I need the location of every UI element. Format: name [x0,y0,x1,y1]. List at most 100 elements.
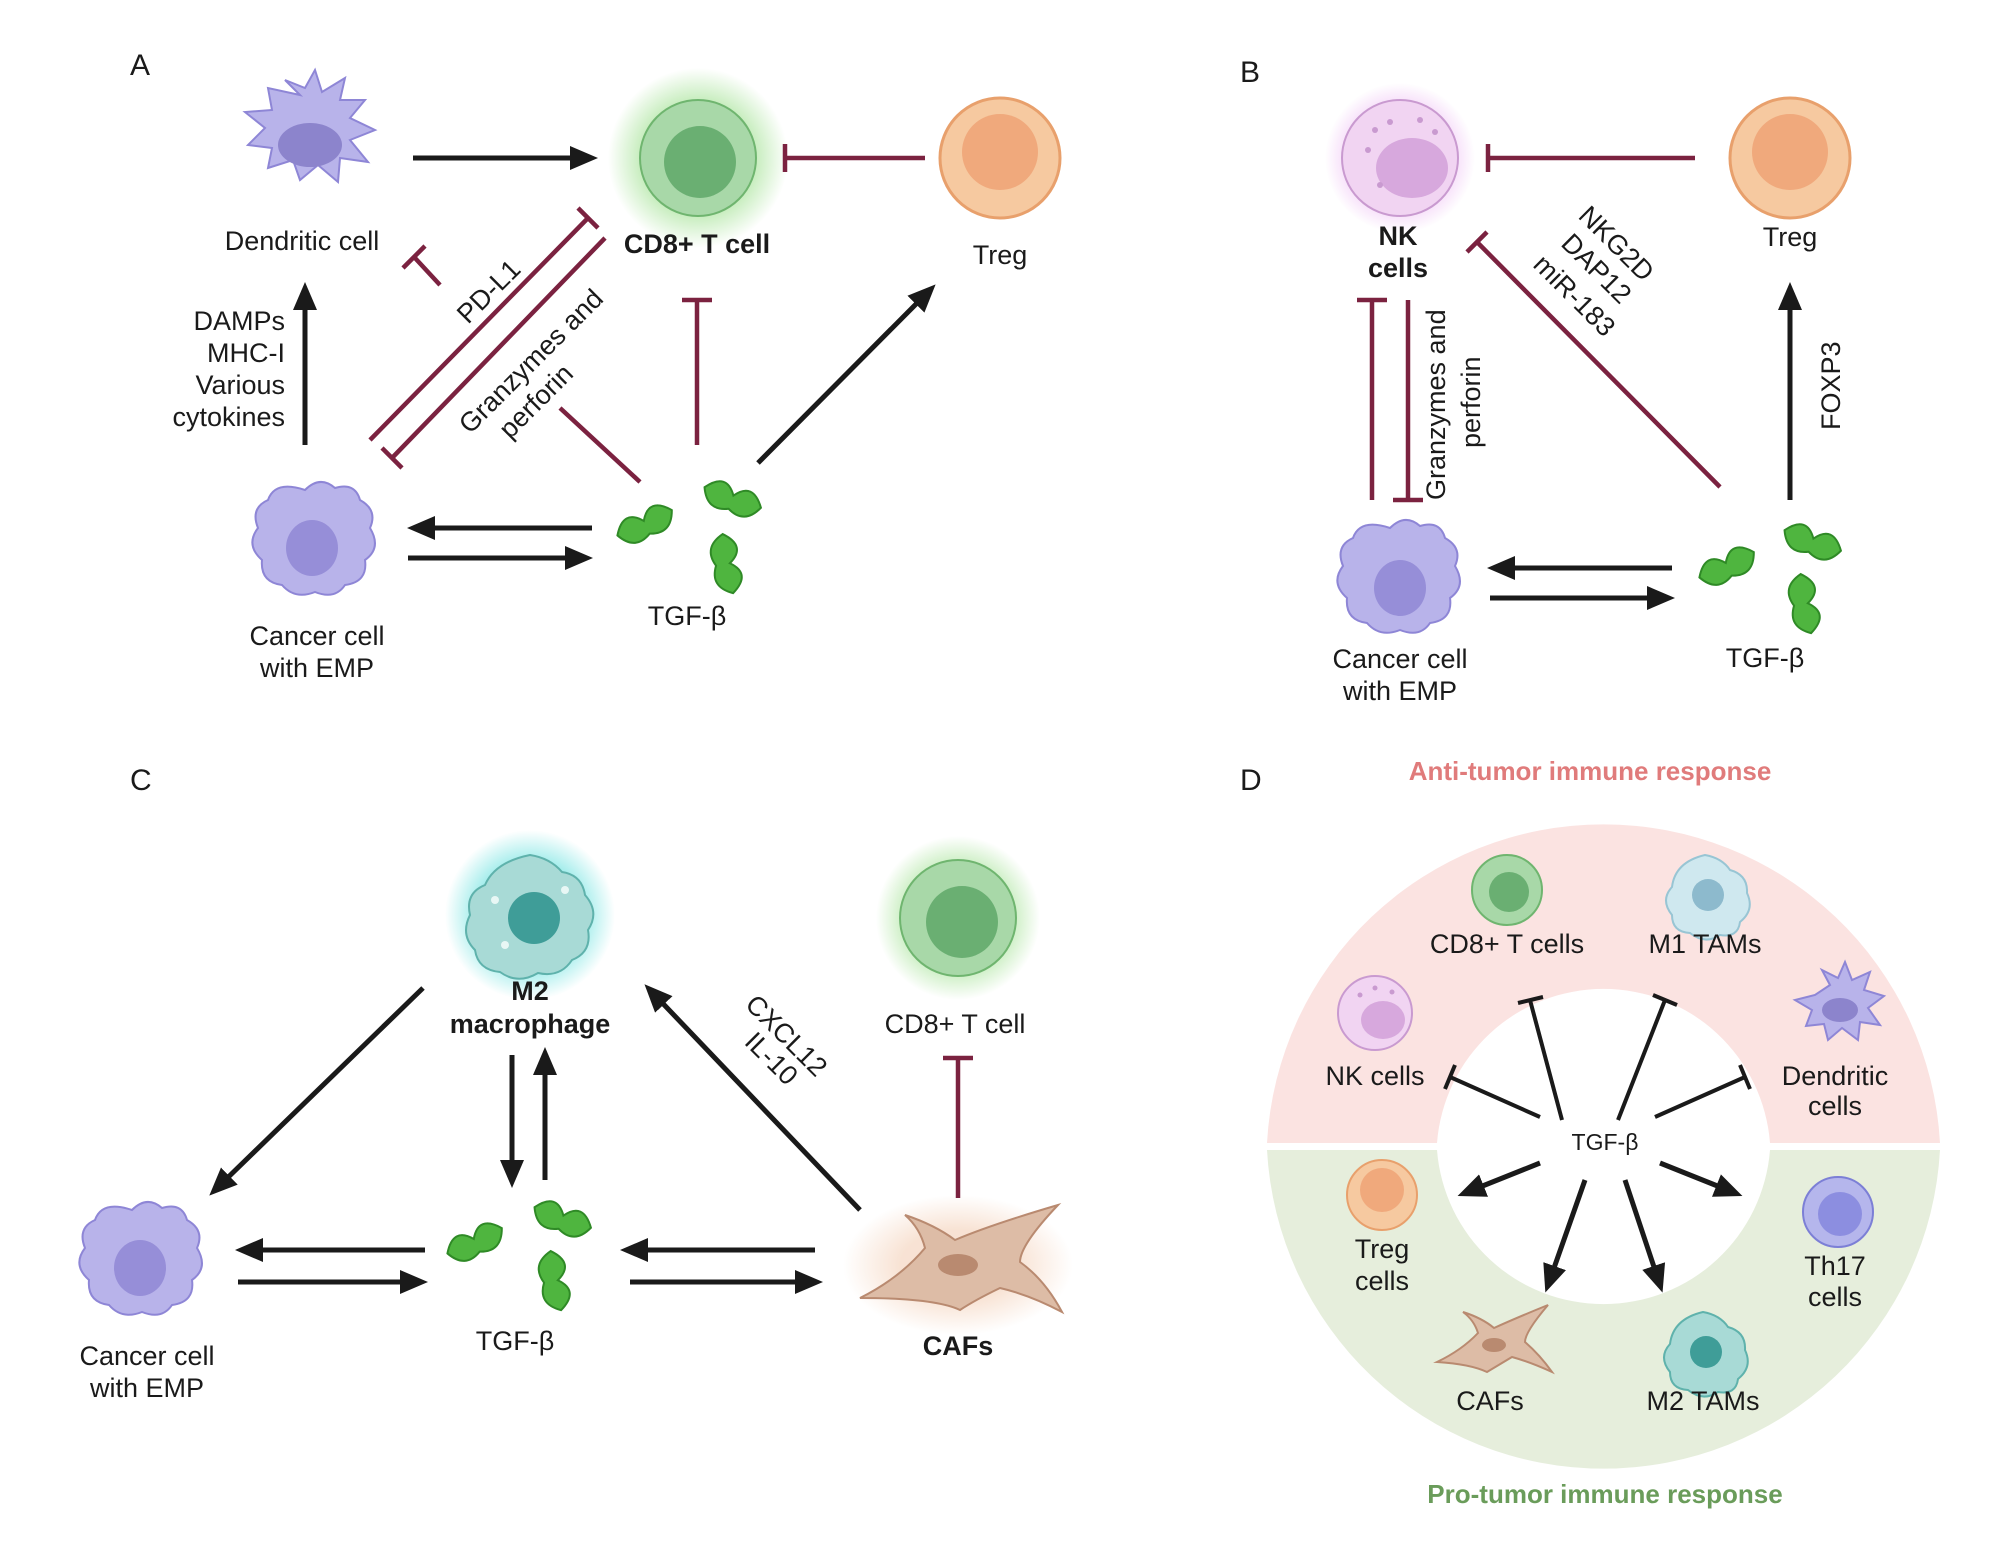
inhibit-m1-bar [1652,993,1678,1007]
arrow-m2-to-cancer [209,986,425,1196]
th17-cells-label-1: Th17 [1804,1251,1866,1281]
ring-gap-right [1770,1143,1940,1150]
cancer-cell-label-b-2: with EMP [1342,676,1457,706]
m2-label-1: M2 [511,976,549,1006]
cancer-cell-label-c-2: with EMP [89,1373,204,1403]
treg-cells-label-2: cells [1355,1266,1409,1296]
inhibit-tgf-to-nk [1475,240,1722,489]
tgf-beta-label-b: TGF-β [1726,643,1805,673]
m2-label-2: macrophage [450,1009,611,1039]
dendritic-cell-icon [242,67,378,185]
tgf-to-granzymes-line [558,406,642,484]
panel-a-letter: A [130,49,150,82]
anti-tumor-ring [1267,824,1940,1143]
tgf-center-label: TGF-β [1572,1129,1639,1155]
panel-b: B NK cells Treg Cancer cell with EMP [1240,56,1852,706]
cancer-cell-icon [251,481,376,596]
panel-d: D Anti-tumor immune response Pro-tumor i… [1240,756,1940,1509]
inhibit-cd8-bar [1517,995,1544,1005]
cafs-label: CAFs [923,1331,994,1361]
panel-c-letter: C [130,764,152,797]
cancer-cell-icon-c [78,1201,203,1316]
inhibit-bar-cd8-cancer [380,446,404,470]
m2-tams-label: M2 TAMs [1646,1386,1759,1416]
m1-tams-label: M1 TAMs [1648,929,1761,959]
caf-cell-icon [843,1195,1073,1335]
granzymes-label-b-1: Granzymes and [1421,309,1451,500]
m1-tams-icon [1665,853,1751,941]
cd8-t-cells-label-d: CD8+ T cells [1430,929,1584,959]
inhibit-m1-line [1616,999,1667,1121]
dendritic-cells-label-1: Dendritic [1782,1061,1889,1091]
th17-cells-label-2: cells [1808,1282,1862,1312]
arrow-cafs-to-m2 [644,984,862,1212]
treg-label-b: Treg [1763,222,1818,252]
inhibit-nk-bar [1443,1064,1457,1090]
nk-label-2: cells [1368,253,1428,283]
arrow-m2 [1622,1179,1666,1293]
treg-cells-icon-d [1346,1159,1418,1231]
arrow-th17 [1659,1160,1743,1197]
damps-label-3: Various [195,370,285,400]
cancer-cell-label-1: Cancer cell [249,621,384,651]
cafs-icon-d [1433,1304,1555,1375]
nk-cell-icon [1325,83,1475,233]
inhibit-bar-cancer-cd8 [576,206,600,230]
arrow-tgf-to-treg [756,284,936,465]
inhibit-pdl1-bar [401,244,427,270]
panel-c: C M2 macrophage CD8+ T cell Cancer cell … [78,764,1073,1403]
treg-cells-label-1: Treg [1355,1234,1410,1264]
dendritic-cell-label: Dendritic cell [225,226,380,256]
cd8-t-cell-icon-c [876,836,1040,1000]
dendritic-cells-label-2: cells [1808,1091,1862,1121]
treg-cell-icon-b [1728,96,1852,220]
tgf-beta-label-c: TGF-β [476,1326,555,1356]
tgf-beta-label: TGF-β [648,601,727,631]
th17-cells-icon [1802,1176,1874,1248]
panel-d-letter: D [1240,764,1262,797]
nk-cells-label-d: NK cells [1325,1061,1424,1091]
cd8-t-cell-label: CD8+ T cell [624,229,770,259]
pro-tumor-title: Pro-tumor immune response [1427,1479,1782,1509]
inhibit-pdl1-line [413,256,442,287]
panel-b-letter: B [1240,56,1260,89]
foxp3-label: FOXP3 [1816,341,1846,430]
cancer-cell-icon-b [1336,519,1461,634]
tgf-beta-icon-b [1693,518,1846,637]
damps-label-2: MHC-I [207,338,285,368]
nk-cells-icon-d [1337,975,1413,1051]
treg-cell-icon [938,96,1062,220]
damps-label-1: DAMPs [193,306,285,336]
dendritic-cells-icon-d [1792,959,1887,1042]
inhibit-dc-bar [1738,1064,1752,1090]
m2-macrophage-icon [445,830,615,1000]
damps-label-4: cytokines [172,402,285,432]
tgf-beta-icon [611,475,766,597]
cd8-t-cell-icon [608,68,788,248]
treg-label: Treg [973,240,1028,270]
inhibit-dc-line [1654,1075,1746,1119]
arrow-treg [1457,1160,1541,1197]
tgf-beta-icon-c [441,1195,596,1314]
panel-a: A Dendritic cell CD8+ T cell Treg Cancer… [130,49,1062,683]
inhibit-nk-line [1449,1075,1541,1119]
cafs-label-d: CAFs [1456,1386,1524,1416]
inhibit-cd8-to-cancer [390,236,607,460]
inhibit-cancer-to-cd8 [368,216,590,442]
anti-tumor-title: Anti-tumor immune response [1409,756,1772,786]
m2-tams-icon [1663,1310,1749,1398]
inhibit-cd8-line [1528,999,1564,1121]
inhibit-bar-tgf-nk [1465,230,1489,254]
nk-label-1: NK [1379,221,1418,251]
cd8-t-cells-icon-d [1471,854,1543,926]
cancer-cell-label-2: with EMP [259,653,374,683]
cancer-cell-label-c-1: Cancer cell [79,1341,214,1371]
pro-tumor-ring [1267,1150,1940,1469]
cd8-t-cell-label-c: CD8+ T cell [885,1009,1026,1039]
granzymes-label-b-2: perforin [1456,356,1486,448]
ring-gap-left [1267,1143,1437,1150]
arrow-cafs [1543,1179,1588,1293]
cancer-cell-label-b-1: Cancer cell [1332,644,1467,674]
